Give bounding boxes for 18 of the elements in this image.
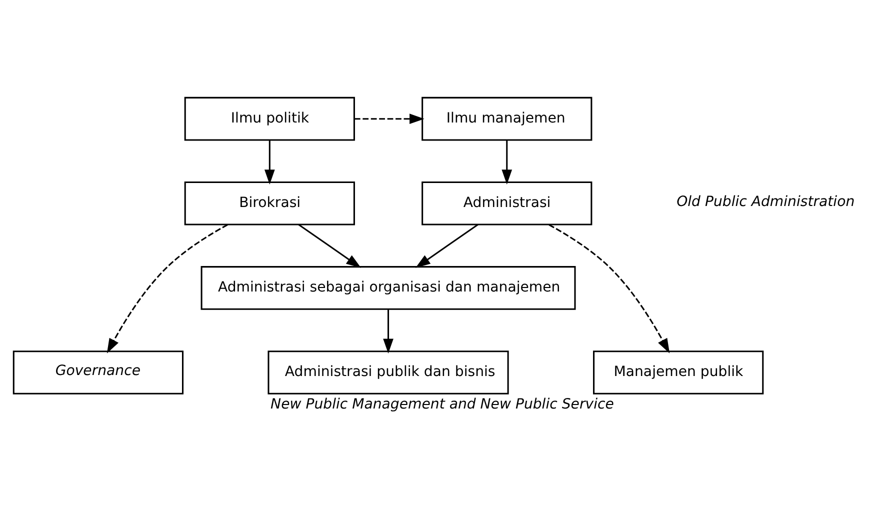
- arrow: [502, 140, 512, 184]
- arrow: [548, 224, 670, 354]
- node-box: Administrasi: [422, 182, 592, 226]
- node-box: Administrasi sebagai organisasi dan manajemen: [200, 266, 576, 310]
- arrow: [416, 224, 478, 268]
- label: Old Public Administration: [676, 194, 855, 210]
- arrow: [264, 140, 275, 184]
- caption: New Public Management and New Public Service: [270, 396, 614, 412]
- node-box: Governance: [12, 350, 184, 394]
- arrow: [106, 224, 228, 354]
- node-box: Manajemen publik: [593, 350, 764, 394]
- node-box: Birokrasi: [184, 182, 355, 226]
- arrow: [354, 114, 424, 124]
- node-box: Ilmu manajemen: [422, 96, 592, 141]
- node-box: Ilmu politik: [184, 96, 355, 141]
- arrow: [298, 224, 362, 268]
- arrow: [383, 309, 394, 354]
- node-box: Administrasi publik dan bisnis: [268, 350, 509, 394]
